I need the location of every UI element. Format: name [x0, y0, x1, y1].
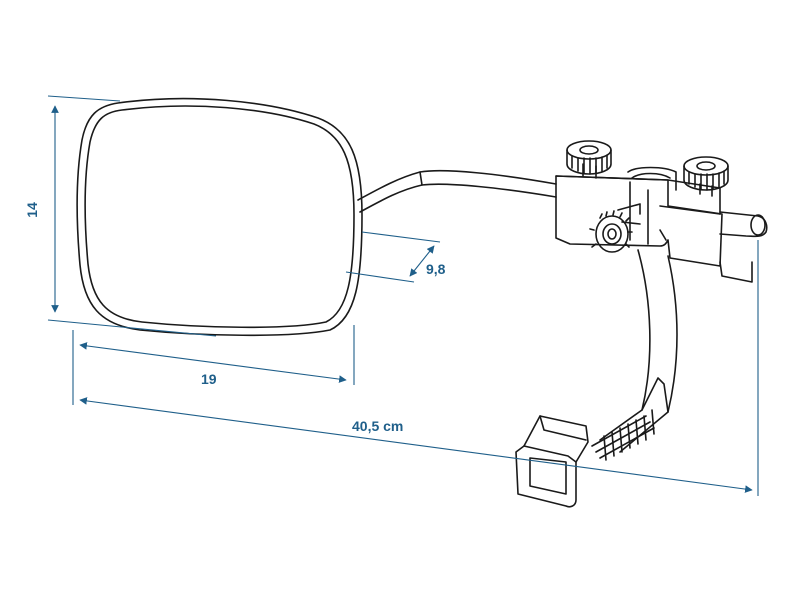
knob-top-right: [683, 156, 729, 197]
dimension-lines: [47, 95, 759, 496]
mirror-glass: [84, 105, 355, 329]
strap-buckle: [515, 415, 589, 508]
support-arm: [357, 169, 557, 213]
mirror-head: [76, 97, 363, 337]
mirror-width-dimension-line: [79, 342, 347, 383]
height-label: 14: [24, 202, 40, 218]
depth-dimension-line: [409, 245, 435, 277]
mirror-width-label: 19: [201, 371, 217, 387]
total-length-dimension-line: [79, 397, 753, 493]
clamp-bracket: [555, 175, 723, 267]
knob-top-left: [566, 140, 612, 179]
depth-label: 9,8: [426, 261, 446, 277]
strap-band: [599, 249, 678, 453]
total-length-label: 40,5 cm: [352, 418, 403, 434]
knob-front: [589, 203, 641, 253]
